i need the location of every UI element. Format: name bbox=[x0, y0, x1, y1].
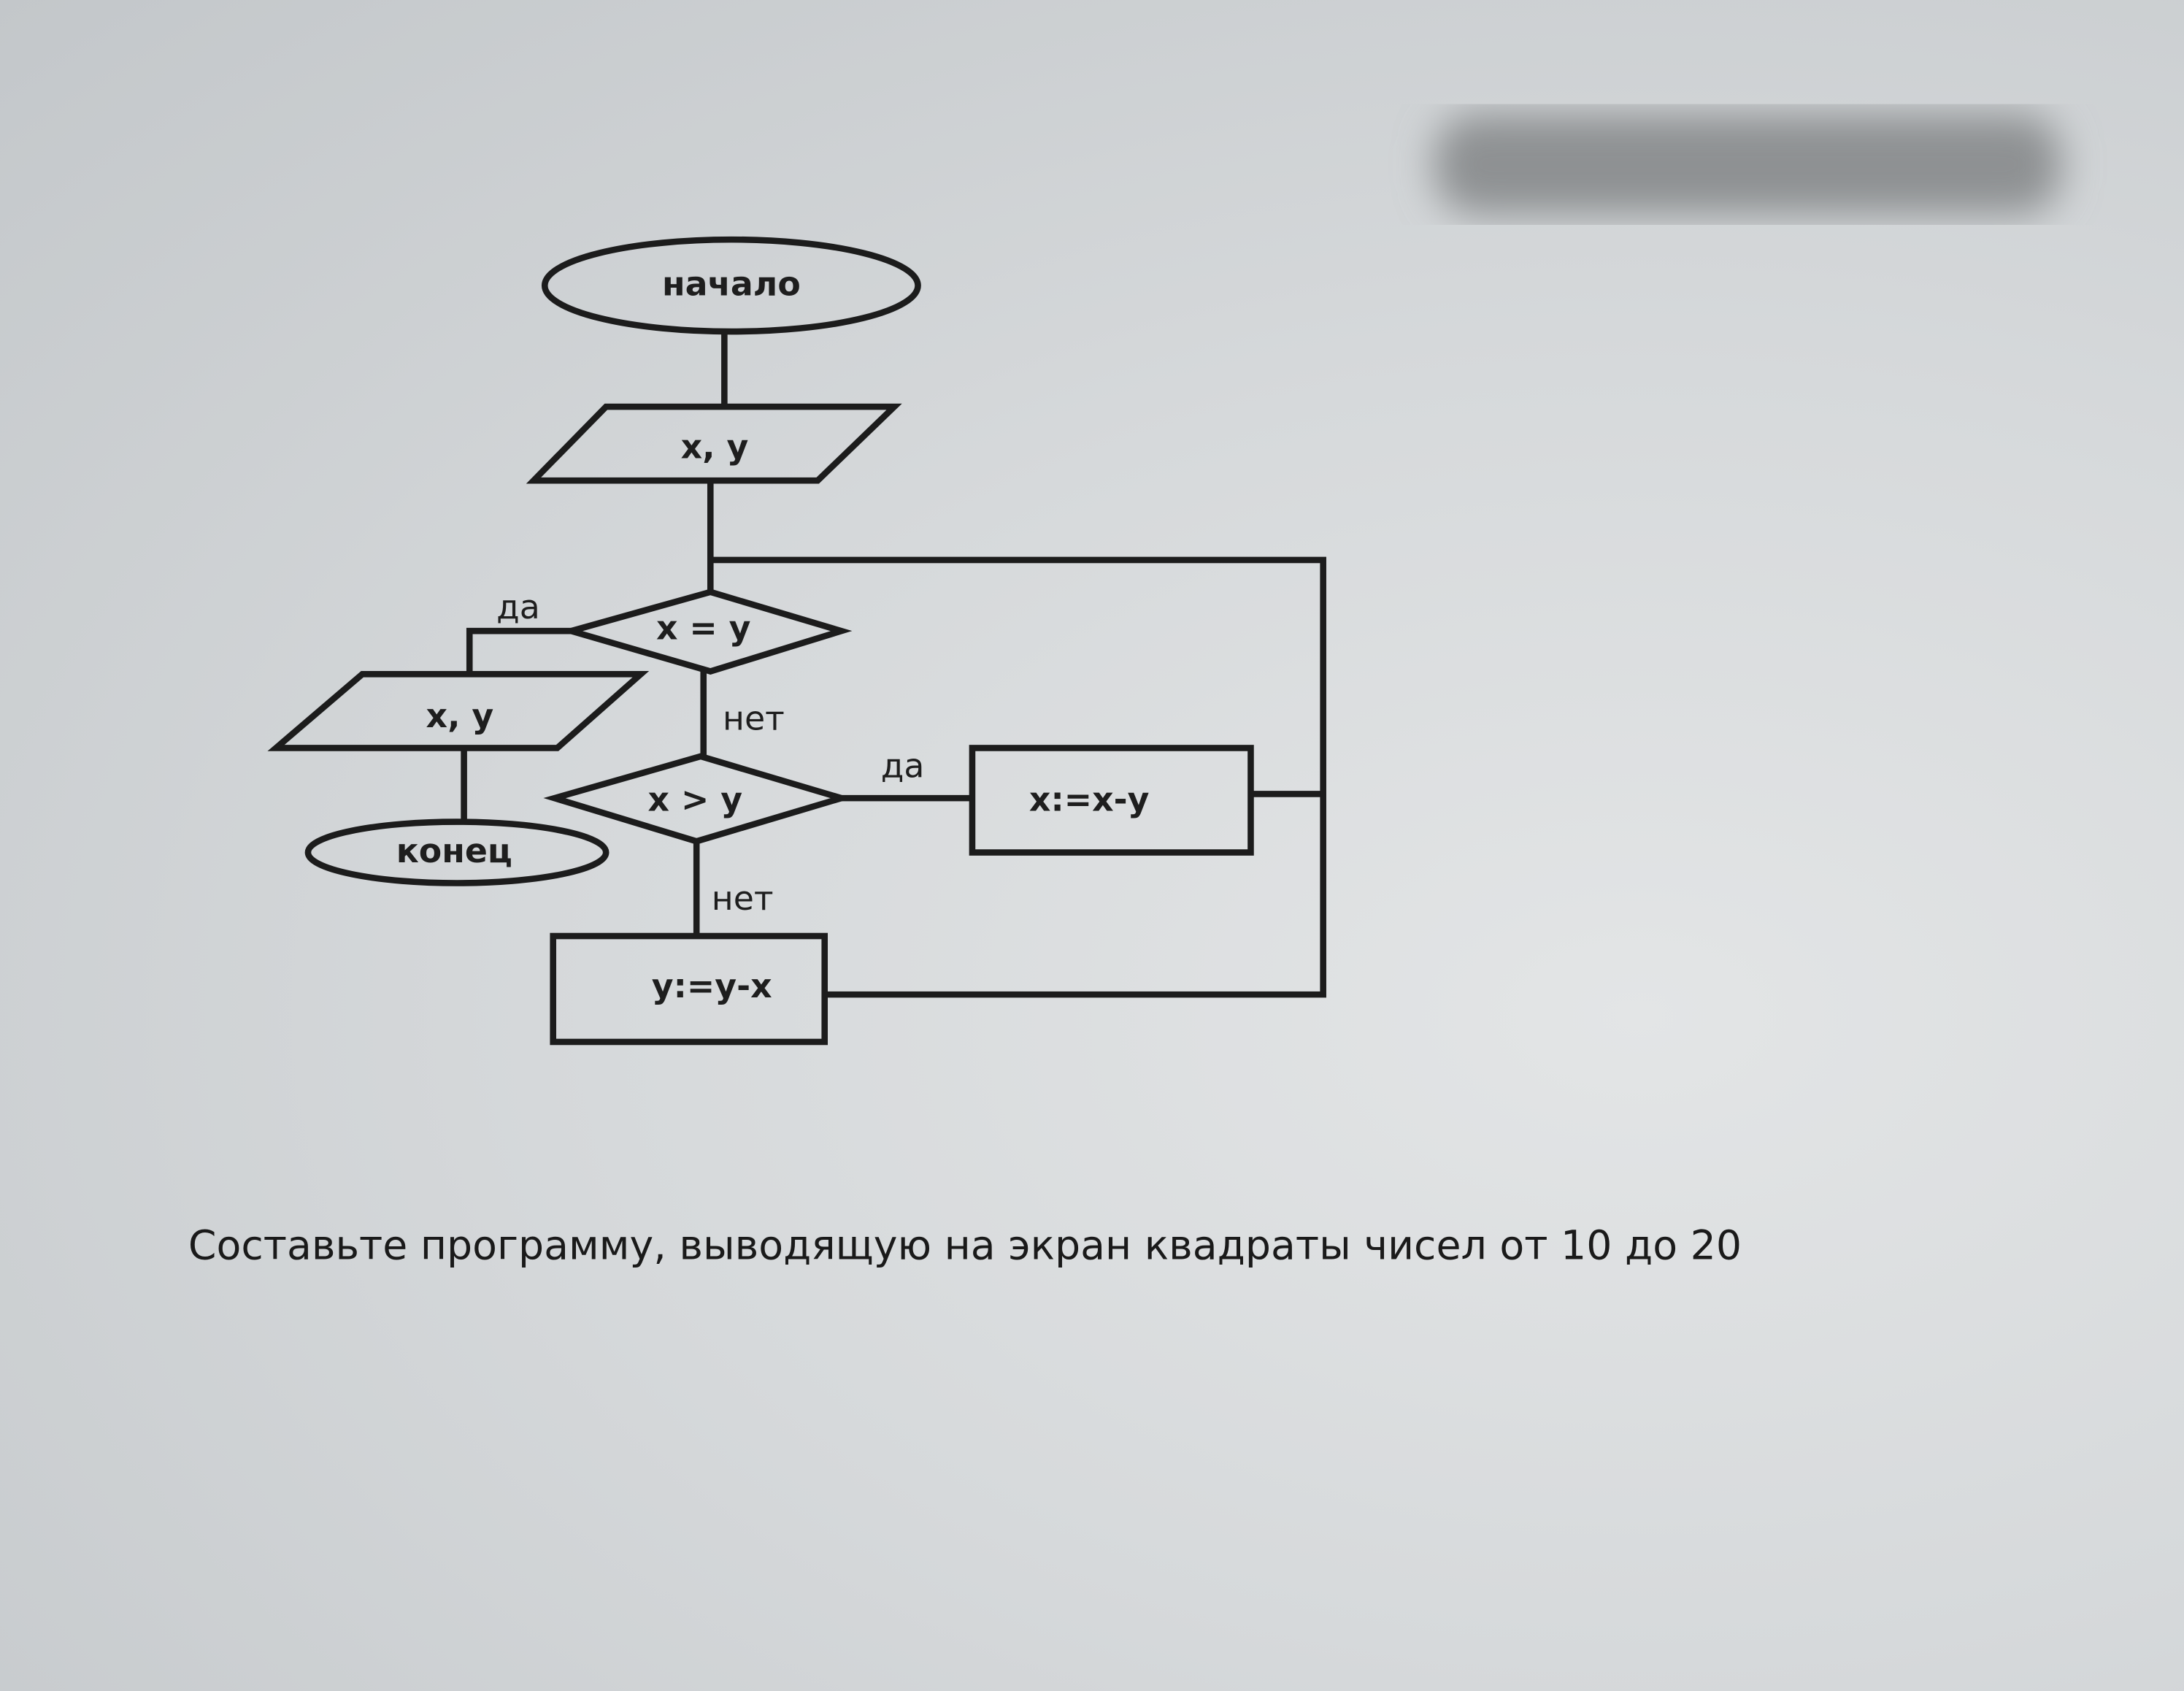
process-y-minus-x: y:=y-x bbox=[550, 932, 828, 1046]
yes-label-1: да bbox=[496, 588, 540, 626]
start-terminal: начало bbox=[541, 236, 921, 335]
decision-equal: x = y bbox=[559, 588, 853, 675]
task-text: Составьте программу, выводящую на экран … bbox=[188, 1223, 1742, 1270]
connectors bbox=[461, 331, 1326, 998]
end-label: конец bbox=[396, 832, 512, 870]
decision-greater-label: x > y bbox=[648, 780, 743, 818]
decision-greater: x > y bbox=[543, 753, 853, 845]
process-x-minus-y: x:=x-y bbox=[969, 745, 1254, 856]
start-label: начало bbox=[662, 264, 801, 303]
redacted-area bbox=[1434, 114, 2061, 215]
yes-label-2: да bbox=[881, 747, 925, 786]
process-x-label: x:=x-y bbox=[1029, 780, 1150, 818]
process-y-label: y:=y-x bbox=[652, 967, 772, 1005]
no-label-1: нет bbox=[723, 699, 785, 738]
output-block: x, y bbox=[267, 671, 650, 751]
input-block: x, y bbox=[526, 403, 902, 484]
input-label: x, y bbox=[681, 428, 749, 467]
no-label-2: нет bbox=[712, 879, 774, 918]
decision-equal-label: x = y bbox=[656, 609, 751, 648]
output-label: x, y bbox=[426, 697, 494, 735]
end-terminal: конец bbox=[304, 818, 610, 886]
